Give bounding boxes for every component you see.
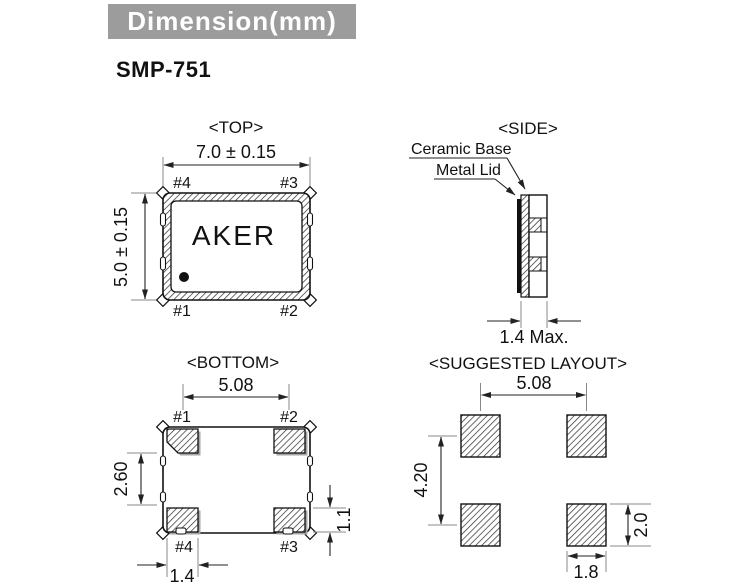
ceramic-base-column	[520, 194, 530, 298]
layout-view-title: <SUGGESTED LAYOUT>	[429, 354, 627, 373]
top-height-dimension	[131, 192, 160, 301]
pin-label-2-top: #2	[280, 303, 298, 320]
layout-pitch-y-ext-lines	[428, 435, 457, 526]
layout-pad-width-dim-text: 1.8	[573, 562, 598, 582]
pad-bottom-notches	[175, 527, 294, 535]
bottom-edge-castellations	[159, 455, 314, 503]
layout-pitch-x-dim-text: 5.08	[516, 373, 551, 393]
pin-label-1-top: #1	[173, 303, 191, 320]
side-view-title: <SIDE>	[498, 119, 558, 138]
bottom-view-title: <BOTTOM>	[187, 353, 279, 372]
pin-label-3-top: #3	[280, 175, 298, 192]
brand-marking: AKER	[192, 220, 276, 251]
side-thickness-dim-text: 1.4 Max.	[499, 327, 568, 347]
pin-label-2-bottom: #2	[280, 409, 298, 426]
top-width-dim-text: 7.0 ± 0.15	[196, 142, 276, 162]
top-view: <TOP> 7.0 ± 0.15 5.0 ± 0.15 #4 #3 #1 #2	[111, 118, 318, 320]
bottom-pad-height-dim-text: 1.1	[334, 507, 354, 532]
bottom-view: <BOTTOM> 5.08 #1 #2	[111, 353, 354, 586]
bottom-pitch-ext-lines	[182, 384, 290, 410]
pin1-marker-dot	[179, 272, 189, 282]
side-body	[528, 194, 548, 298]
bottom-pad-width-ext-lines	[166, 538, 199, 577]
side-view: <SIDE> Ceramic Base Metal Lid	[409, 119, 581, 347]
pin-label-3-bottom: #3	[280, 539, 298, 556]
layout-pitch-x-ext-lines	[480, 383, 587, 411]
part-number: SMP-751	[116, 57, 212, 82]
bottom-gap-ext-lines	[127, 452, 157, 506]
section-banner: Dimension(mm)	[108, 4, 356, 39]
top-height-dim-text: 5.0 ± 0.15	[111, 207, 131, 287]
top-width-dimension	[162, 157, 311, 189]
layout-pad-top-right	[566, 414, 607, 458]
layout-pads	[460, 414, 607, 547]
layout-pad-bottom-left	[460, 503, 501, 547]
layout-view: <SUGGESTED LAYOUT> 5.08 4.20	[411, 354, 651, 582]
metal-lid-label: Metal Lid	[436, 162, 501, 179]
pad-2	[273, 428, 306, 454]
bottom-gap-dim-text: 2.60	[111, 461, 131, 496]
layout-pitch-y-dim-text: 4.20	[411, 462, 431, 497]
pin-label-4-bottom: #4	[175, 539, 193, 556]
section-banner-title: Dimension(mm)	[127, 6, 337, 36]
top-package-outline	[155, 185, 318, 308]
bottom-pad-width-dim-text: 1.4	[169, 566, 194, 586]
pad-1	[166, 428, 199, 454]
metal-lid-leader	[434, 178, 516, 196]
bottom-pitch-dim-text: 5.08	[218, 375, 253, 395]
side-thickness-ext-lines	[520, 301, 548, 328]
pin-label-1-bottom: #1	[173, 409, 191, 426]
layout-pad-height-ext-lines	[610, 503, 651, 547]
ceramic-base-label: Ceramic Base	[411, 141, 512, 158]
side-electrodes	[528, 217, 542, 272]
metal-lid-bar	[517, 199, 521, 293]
bottom-pad-height-ext-lines	[313, 507, 346, 533]
layout-pad-top-left	[460, 414, 501, 458]
top-view-title: <TOP>	[209, 118, 264, 137]
pin-label-4-top: #4	[173, 175, 191, 192]
layout-pad-height-dim-text: 2.0	[631, 512, 651, 537]
layout-pad-bottom-right	[566, 503, 607, 547]
top-edge-castellations	[159, 212, 314, 271]
layout-pad-width-ext-lines	[566, 551, 607, 572]
ceramic-base-leader	[409, 157, 526, 190]
